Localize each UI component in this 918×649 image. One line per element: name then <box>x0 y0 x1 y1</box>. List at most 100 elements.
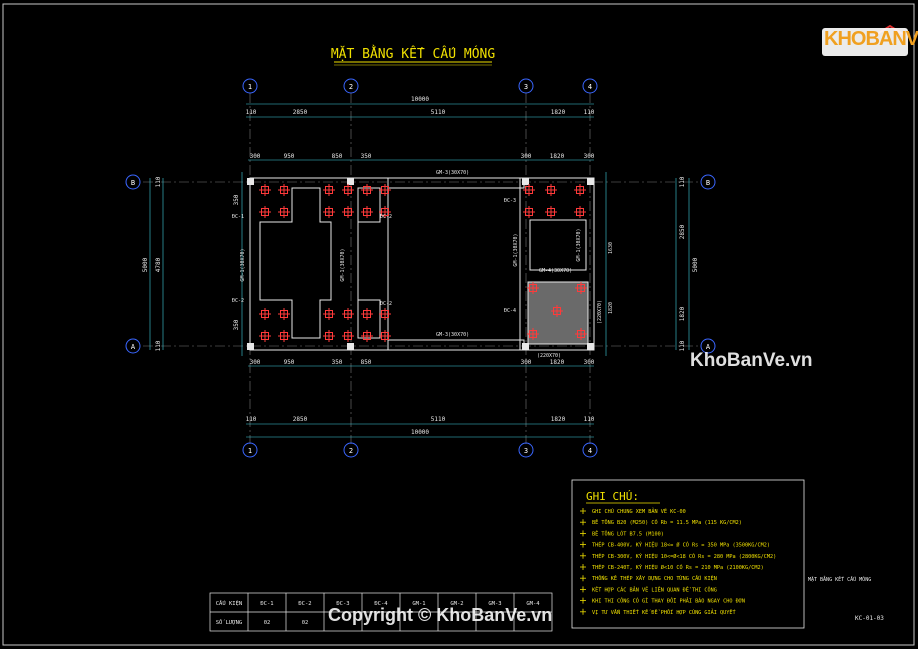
label-dc2a: ĐC-2 <box>380 214 392 220</box>
pile-marker <box>259 184 271 196</box>
note-item: GHI CHÚ CHUNG XEM BẢN VẼ KC-00 <box>580 507 686 515</box>
dim-top-end-right: 110 <box>584 109 595 116</box>
table-header-cell: GM-2 <box>450 601 463 607</box>
pile-marker <box>361 308 373 320</box>
dim-top-seg1: 2850 <box>293 109 308 116</box>
watermark-bottom: Copyright © KhoBanVe.vn <box>328 605 553 625</box>
pile-marker <box>342 206 354 218</box>
table-value-cell: 02 <box>302 620 309 626</box>
dim-left-a: 110 <box>155 176 162 187</box>
label-dc2c: ĐC-2 <box>232 298 244 304</box>
dim-inner-top-2: 950 <box>284 153 295 160</box>
pile-marker <box>259 330 271 342</box>
dim-right-a: 2850 <box>679 224 686 239</box>
dim-left-d: 110 <box>155 340 162 351</box>
dim-inner-bot-4: 850 <box>361 359 372 366</box>
label-dc2b: ĐC-2 <box>380 301 392 307</box>
label-gm3-bottom: GM-3(30X70) <box>436 332 469 338</box>
pile-marker <box>278 308 290 320</box>
table-header-cell: GM-4 <box>526 601 540 607</box>
pile-marker <box>259 308 271 320</box>
axis-2-bottom: 2 <box>349 447 353 455</box>
axis-4-bottom: 4 <box>588 447 592 455</box>
dim-inner-bot-3: 350 <box>332 359 343 366</box>
pile-marker <box>379 206 391 218</box>
note-text: THÉP CB-400V, KÝ HIỆU 18<= Ø CÓ Rs = 350… <box>592 541 770 549</box>
label-v1630: 1630 <box>608 242 614 254</box>
label-s220a: (220X70) <box>597 300 603 324</box>
note-text: GHI CHÚ CHUNG XEM BẢN VẼ KC-00 <box>592 507 686 515</box>
dim-inner-bot-6: 1820 <box>550 359 565 366</box>
pile-marker <box>278 206 290 218</box>
dim-bot-end-left: 110 <box>246 416 257 423</box>
dim-inner-bot-5: 300 <box>521 359 532 366</box>
dim-right-c: 110 <box>679 176 686 187</box>
dim-inner-top-5: 300 <box>521 153 532 160</box>
pile-marker <box>361 206 373 218</box>
axis-1-top: 1 <box>248 83 252 91</box>
pile-marker <box>575 282 587 294</box>
top-dimensions <box>246 103 594 438</box>
logo-text: KHOBANVE <box>824 28 918 50</box>
notes-box <box>571 479 805 629</box>
pile-marker <box>323 308 335 320</box>
pile-marker <box>342 330 354 342</box>
foundation-outline <box>249 177 595 351</box>
pile-marker <box>361 330 373 342</box>
label-s220b: (220X70) <box>537 353 561 359</box>
axis-1-bottom: 1 <box>248 447 252 455</box>
dim-inner-top-6: 1820 <box>550 153 565 160</box>
note-item: BÊ TÔNG LÓT B7.5 (M100) <box>580 529 664 537</box>
dim-inner-top-1: 300 <box>250 153 261 160</box>
table-header-cell: GM-1 <box>412 601 425 607</box>
label-gm1-left: GM-1(30X70) <box>240 248 246 281</box>
dim-right-b: 1820 <box>679 306 686 321</box>
pile-marker <box>545 184 557 196</box>
table-row-label: SỐ LƯỢNG <box>216 619 243 626</box>
note-item: THÉP CB-300V, KÝ HIỆU 10<=Ø<18 CÓ Rs = 2… <box>580 552 776 560</box>
note-text: VỊ TƯ VẤN THIẾT KẾ ĐỂ PHỐI HỢP CÙNG GIẢI… <box>592 608 736 616</box>
dim-top-end-left: 110 <box>246 109 257 116</box>
pile-marker <box>379 184 391 196</box>
note-item: THÉP CB-240T, KÝ HIỆU Ø<10 CÓ Rs = 210 M… <box>580 563 764 571</box>
dim-bot-end-right: 110 <box>584 416 595 423</box>
note-text: KẾT HỢP CÁC BẢN VẼ LIÊN QUAN ĐỂ THI CÔNG <box>592 585 717 593</box>
pile-marker <box>259 206 271 218</box>
pile-marker <box>323 184 335 196</box>
notes-list: GHI CHÚ CHUNG XEM BẢN VẼ KC-00 BÊ TÔNG B2… <box>580 507 776 616</box>
dim-inner-top-4: 350 <box>361 153 372 160</box>
dim-top-overall: 10000 <box>411 96 429 103</box>
piles <box>259 184 587 342</box>
dim-bot-seg1: 2850 <box>293 416 308 423</box>
axis-b-left: B <box>131 179 135 187</box>
table-header-cell: ĐC-2 <box>298 601 311 607</box>
pile-marker <box>379 330 391 342</box>
label-gm3-top: GM-3(30X70) <box>436 170 469 176</box>
dim-left-overall: 5000 <box>142 257 149 272</box>
pile-marker <box>323 206 335 218</box>
pile-marker <box>551 305 563 317</box>
pile-marker <box>523 206 535 218</box>
pile-marker <box>545 206 557 218</box>
label-dc1: ĐC-1 <box>232 214 244 220</box>
note-text: BÊ TÔNG B20 (M250) CÓ Rb = 11.5 MPa (115… <box>592 518 742 526</box>
axis-4-top: 4 <box>588 83 592 91</box>
label-gm1-r1: GM-1(30X70) <box>513 233 519 266</box>
dim-right-d: 110 <box>679 340 686 351</box>
pile-marker <box>278 330 290 342</box>
note-text: THÉP CB-240T, KÝ HIỆU Ø<10 CÓ Rs = 210 M… <box>592 563 764 571</box>
note-text: KHI THI CÔNG CÓ GÌ THAY ĐỔI PHẢI BÁO NGA… <box>592 597 745 605</box>
dim-top-seg3: 1820 <box>551 109 566 116</box>
axis-3-bottom: 3 <box>524 447 528 455</box>
note-text: THÉP CB-300V, KÝ HIỆU 10<=Ø<18 CÓ Rs = 2… <box>592 552 776 560</box>
axis-3-top: 3 <box>524 83 528 91</box>
axis-a-right: A <box>706 343 711 351</box>
note-item: VỊ TƯ VẤN THIẾT KẾ ĐỂ PHỐI HỢP CÙNG GIẢI… <box>580 608 736 616</box>
dim-bot-overall: 10000 <box>411 429 429 436</box>
axis-a-left: A <box>131 343 136 351</box>
titleblock-name: MẶT BẰNG KẾT CẤU MÓNG <box>808 575 871 583</box>
dim-left-b: 350 <box>233 194 240 205</box>
label-gm1-mid: GM-1(30X70) <box>340 248 346 281</box>
